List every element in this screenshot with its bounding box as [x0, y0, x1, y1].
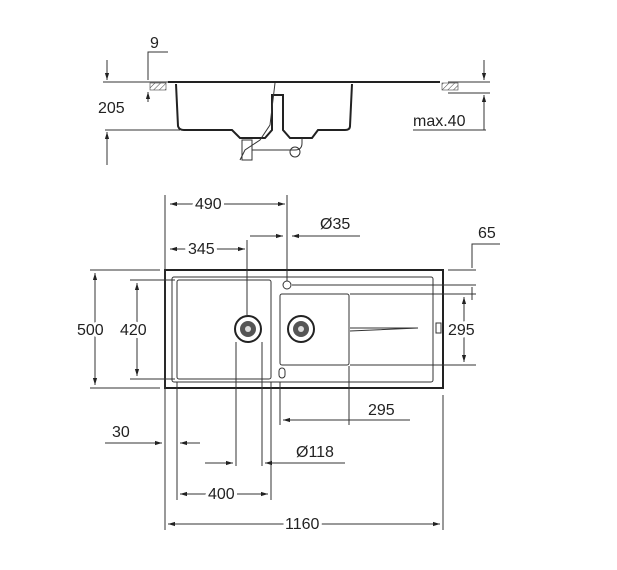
sink-bowl-profile — [175, 83, 353, 139]
dim-left-bowl-depth-label: 420 — [120, 322, 147, 339]
dim-left-drain-label: 345 — [188, 241, 215, 258]
dim-tap-offset-label: 490 — [195, 196, 222, 213]
overflow — [278, 367, 286, 379]
counter-hatch-left — [149, 82, 167, 91]
dim-rim-label: 9 — [150, 35, 159, 52]
siphon — [252, 138, 303, 151]
drainer-groove — [349, 327, 419, 332]
dim-right-bowl-width-label: 295 — [368, 402, 395, 419]
dim-total-length-label: 1160 — [285, 516, 320, 533]
dim-depth-label: 205 — [98, 100, 125, 117]
side-view: 9 205 max.40 — [98, 35, 490, 165]
left-drain-icon — [234, 315, 262, 343]
dim-width-label: 500 — [77, 322, 104, 339]
dim-border-label: 30 — [112, 424, 130, 441]
counter-hatch-right — [441, 82, 459, 91]
dim-tap-hole-label: Ø35 — [320, 216, 350, 233]
left-bowl — [176, 279, 272, 380]
dim-counter-label: max.40 — [413, 113, 466, 130]
dim-edge-label: 65 — [478, 225, 496, 242]
tap-hole — [282, 280, 292, 290]
right-drain-icon — [287, 315, 315, 343]
dim-left-bowl-width-label: 400 — [208, 486, 235, 503]
top-view: 490 345 Ø35 65 500 420 295 295 30 Ø118 4… — [74, 193, 500, 536]
dim-right-bowl-depth-label: 295 — [448, 322, 475, 339]
right-bowl — [279, 293, 350, 366]
drain-pipe — [239, 82, 276, 161]
dim-drain-label: Ø118 — [296, 444, 334, 461]
